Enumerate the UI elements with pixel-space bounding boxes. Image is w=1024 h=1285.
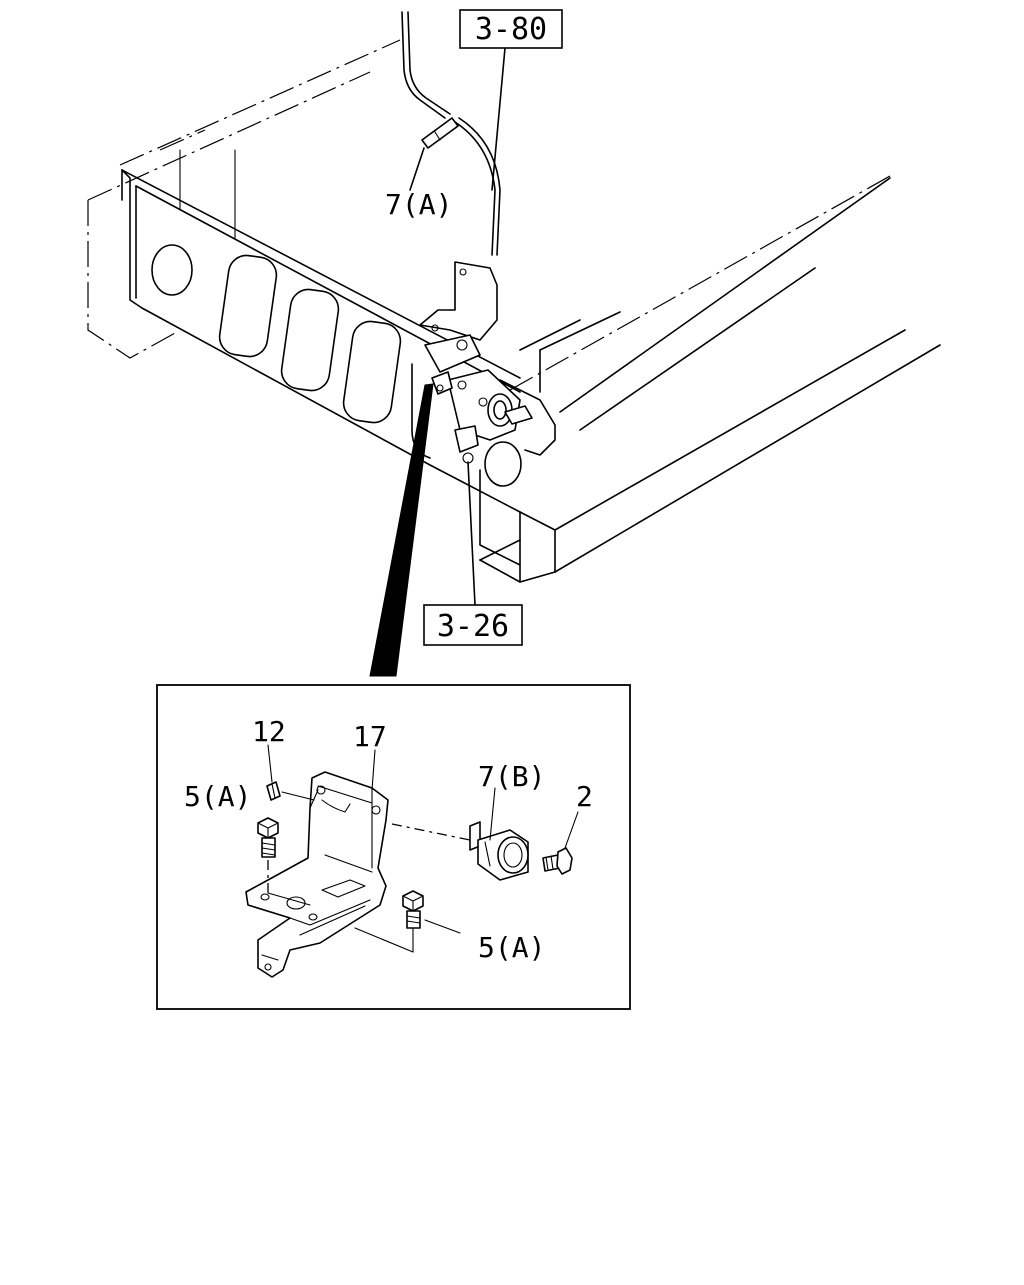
leader-12 [267,744,273,783]
leader-17 [371,749,376,791]
leader-7a [409,147,425,191]
leader-12-arrow [281,791,315,801]
ref-label-3-26: 3-26 [437,609,509,644]
bolt-5a-left [257,817,279,898]
part-label-5a-right: 5(A) [478,931,545,964]
nut-12 [266,781,315,801]
part-label-2: 2 [576,780,593,813]
cable-bracket-assembly [401,11,533,464]
detail-pointer-wedge [369,383,434,677]
leader-2 [564,811,579,849]
part-label-5a-left: 5(A) [184,780,251,813]
part-label-12: 12 [252,715,286,748]
ref-box-3-26: 3-26 [423,604,523,646]
leader-3-26 [467,461,476,606]
ref-label-3-80: 3-80 [475,12,547,47]
leader-7b [489,787,496,841]
part-label-7a-top: 7(A) [385,188,452,221]
leaders [369,47,506,677]
bolt-5a-right [354,890,461,953]
ref-box-3-80: 3-80 [459,9,563,49]
part-label-17: 17 [353,720,387,753]
detail-inset: 12 17 5(A) 7(B) 2 5(A) [156,684,631,1010]
detail-frame [156,684,631,1010]
clip-7b [391,787,529,881]
bolt-2 [542,811,579,875]
bracket-17 [245,771,389,978]
leader-3-80 [491,47,506,191]
frame-crossmember [87,39,941,583]
part-label-7b: 7(B) [478,760,545,793]
